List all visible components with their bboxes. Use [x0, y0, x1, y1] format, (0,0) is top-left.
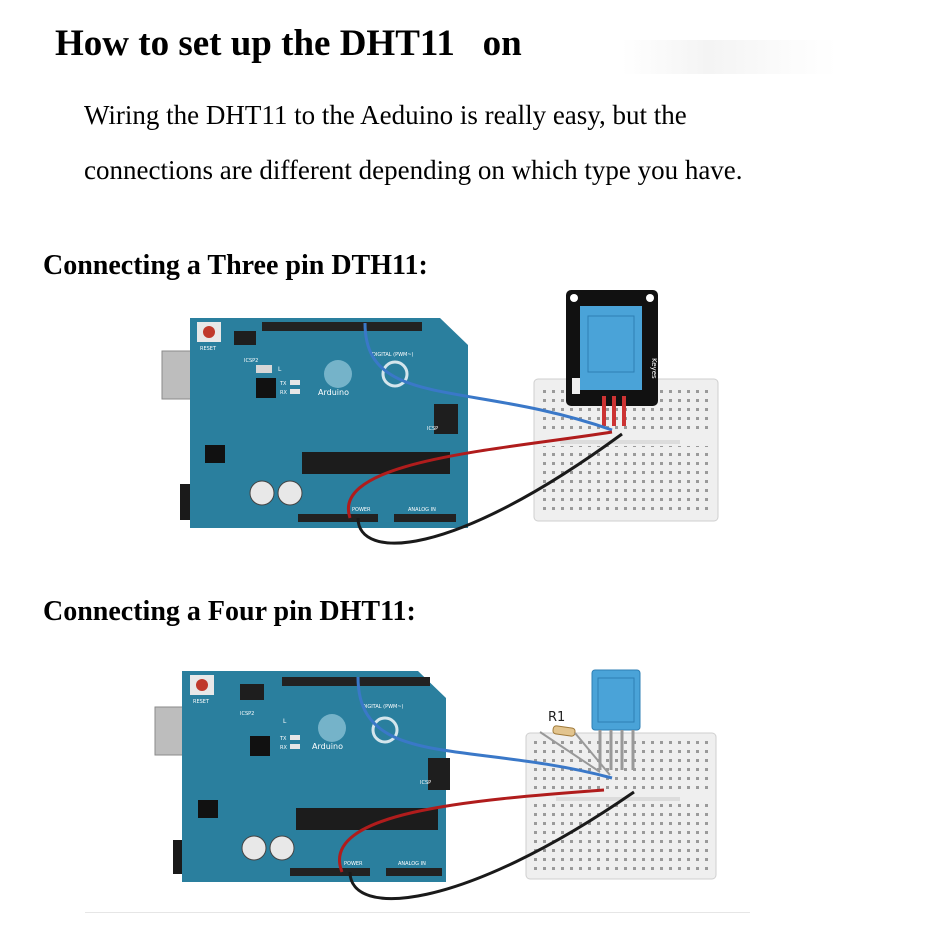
icsp2-header	[234, 331, 256, 345]
reset-button-cap	[196, 679, 208, 691]
capacitor	[241, 835, 267, 861]
arduino-logo	[318, 714, 346, 742]
analog-header	[394, 514, 456, 522]
icsp-header	[428, 758, 450, 790]
analog-label: ANALOG IN	[398, 861, 426, 867]
digital-label: DIGITAL (PWM~)	[372, 352, 414, 358]
section-heading-three-pin: Connecting a Three pin DTH11:	[43, 250, 428, 281]
power-header	[290, 868, 370, 876]
arduino-logo	[324, 360, 352, 388]
icsp2-label: ICSP2	[240, 711, 254, 717]
rx-label: RX	[280, 390, 287, 396]
reset-label: RESET	[200, 346, 217, 352]
module-brand-label: Keyes	[650, 358, 658, 379]
section-heading-four-pin: Connecting a Four pin DHT11:	[43, 596, 416, 627]
diagram-three-pin: RESET DIGITAL (PWM~) ICSP2 L TX RX Ardui…	[161, 290, 719, 545]
microcontroller-chip	[302, 452, 450, 474]
digital-header	[262, 322, 422, 331]
usb-chip	[250, 736, 270, 756]
page-title: How to set up the DHT11 on	[55, 23, 522, 64]
icsp2-label: ICSP2	[244, 358, 258, 364]
power-header	[298, 514, 378, 522]
power-wire	[338, 788, 605, 873]
ground-wire	[356, 432, 623, 545]
footer-divider	[85, 912, 750, 913]
diagram-four-pin: RESET DIGITAL (PWM~) ICSP2 L TX RX Ardui…	[154, 669, 717, 901]
intro-line-2: connections are different depending on w…	[84, 155, 743, 185]
icsp-label: ICSP	[420, 780, 431, 786]
icsp-header	[434, 404, 458, 434]
reset-label: RESET	[193, 699, 210, 705]
icsp-label: ICSP	[427, 426, 438, 432]
intro-line-1: Wiring the DHT11 to the Aeduino is reall…	[84, 100, 687, 130]
arduino-board: RESET DIGITAL (PWM~) ICSP2 L TX RX Ardui…	[161, 318, 468, 528]
power-label: POWER	[344, 861, 363, 867]
arduino-board: RESET DIGITAL (PWM~) ICSP2 L TX RX Ardui…	[154, 671, 450, 882]
ground-wire	[348, 790, 635, 901]
usb-chip	[256, 378, 276, 398]
tx-label: TX	[279, 381, 287, 387]
rx-label: RX	[280, 745, 287, 751]
dht11-sensor	[580, 306, 642, 390]
analog-label: ANALOG IN	[408, 507, 436, 513]
capacitor	[269, 835, 295, 861]
data-wire	[363, 322, 613, 432]
arduino-logo-text: Arduino	[312, 742, 343, 751]
digital-header	[282, 677, 430, 686]
resistor-r1: R1	[539, 710, 611, 776]
analog-header	[386, 868, 442, 876]
reset-button-cap	[203, 326, 215, 338]
capacitor	[277, 480, 303, 506]
led-l-label: L	[283, 718, 287, 725]
led-l-label: L	[278, 366, 282, 373]
data-wire	[356, 676, 613, 780]
digital-label: DIGITAL (PWM~)	[362, 704, 404, 710]
resistor-label: R1	[548, 710, 565, 725]
arduino-logo-text: Arduino	[318, 388, 349, 397]
dht11-three-pin-module: Keyes	[566, 290, 658, 426]
icsp2-header	[240, 684, 264, 700]
capacitor	[249, 480, 275, 506]
power-wire	[346, 430, 613, 519]
power-label: POWER	[352, 507, 371, 513]
tx-label: TX	[279, 736, 287, 742]
obscured-title-area	[622, 40, 837, 74]
